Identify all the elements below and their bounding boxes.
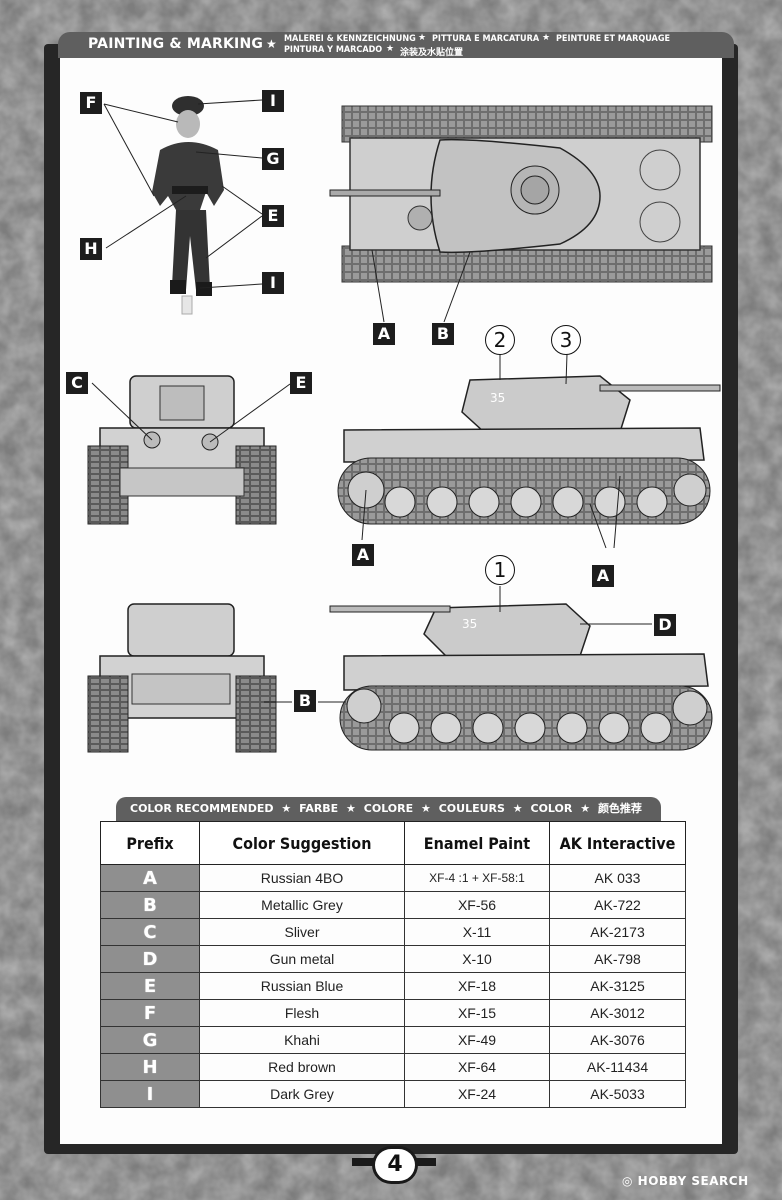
header-sub-fr: PEINTURE ET MARQUAGE	[556, 34, 670, 44]
ak-cell: AK-2173	[549, 918, 686, 946]
color-table: Prefix Color Suggestion Enamel Paint AK …	[100, 821, 686, 1108]
section-title: PAINTING & MARKING	[88, 36, 264, 52]
watermark-text: HOBBY SEARCH	[637, 1174, 749, 1188]
title-part: COLOR RECOMMENDED	[130, 802, 274, 815]
header-sub-de: MALEREI & KENNZEICHNUNG	[284, 34, 416, 44]
prefix-cell: F	[100, 999, 200, 1027]
star-icon: ★	[421, 802, 431, 815]
star-icon: ★	[580, 802, 591, 815]
enamel-cell: X-10	[404, 945, 550, 973]
callout-e-figure: E	[262, 205, 284, 227]
color-cell: Metallic Grey	[199, 891, 405, 919]
page-number-decoration	[352, 1158, 374, 1166]
color-cell: Russian 4BO	[199, 864, 405, 892]
table-row: B Metallic Grey XF-56 AK-722	[100, 891, 686, 919]
color-cell: Russian Blue	[199, 972, 405, 1000]
table-row: H Red brown XF-64 AK-11434	[100, 1053, 686, 1081]
title-part: 颜色推荐	[597, 802, 642, 815]
title-part: FARBE	[299, 802, 339, 815]
callout-i-bottom: I	[262, 272, 284, 294]
prefix-cell: H	[100, 1053, 200, 1081]
table-row: C Sliver X-11 AK-2173	[100, 918, 686, 946]
callout-i-top: I	[262, 90, 284, 112]
star-icon: ★	[266, 37, 277, 51]
ak-cell: AK-5033	[549, 1080, 686, 1108]
column-header: AK Interactive	[549, 821, 686, 865]
table-row: G Khahi XF-49 AK-3076	[100, 1026, 686, 1054]
callout-a-side-wheels: A	[592, 565, 614, 587]
color-cell: Flesh	[199, 999, 405, 1027]
prefix-cell: G	[100, 1026, 200, 1054]
callout-c-front: C	[66, 372, 88, 394]
table-row: D Gun metal X-10 AK-798	[100, 945, 686, 973]
enamel-cell: XF-64	[404, 1053, 550, 1081]
callout-f: F	[80, 92, 102, 114]
enamel-cell: X-11	[404, 918, 550, 946]
table-row: A Russian 4BO XF-4 :1 + XF-58:1 AK 033	[100, 864, 686, 892]
star-icon: ★	[542, 33, 551, 43]
decal-number-3: 3	[551, 325, 581, 355]
enamel-cell: XF-15	[404, 999, 550, 1027]
enamel-cell: XF-18	[404, 972, 550, 1000]
column-header: Enamel Paint	[404, 821, 550, 865]
column-header: Color Suggestion	[199, 821, 405, 865]
callout-h: H	[80, 238, 102, 260]
title-part: COLORE	[363, 802, 414, 815]
title-part: COLOR	[530, 802, 573, 815]
ak-cell: AK-722	[549, 891, 686, 919]
color-cell: Khahi	[199, 1026, 405, 1054]
table-row: F Flesh XF-15 AK-3012	[100, 999, 686, 1027]
prefix-cell: D	[100, 945, 200, 973]
callout-g: G	[262, 148, 284, 170]
table-row: E Russian Blue XF-18 AK-3125	[100, 972, 686, 1000]
prefix-cell: I	[100, 1080, 200, 1108]
color-cell: Dark Grey	[199, 1080, 405, 1108]
prefix-cell: E	[100, 972, 200, 1000]
table-row: I Dark Grey XF-24 AK-5033	[100, 1080, 686, 1108]
callout-a-side: A	[352, 544, 374, 566]
watermark-logo-icon: ◎	[622, 1174, 638, 1188]
ak-cell: AK-11434	[549, 1053, 686, 1081]
ak-cell: AK-3012	[549, 999, 686, 1027]
title-part: COULEURS	[438, 802, 505, 815]
star-icon: ★	[512, 802, 523, 815]
page-number-decoration	[414, 1158, 436, 1166]
star-icon: ★	[281, 802, 292, 815]
ak-cell: AK 033	[549, 864, 686, 892]
decal-number-2: 2	[485, 325, 515, 355]
enamel-cell: XF-49	[404, 1026, 550, 1054]
page-number: 4	[372, 1146, 418, 1184]
section-header: PAINTING & MARKING ★ MALEREI & KENNZEICH…	[58, 32, 734, 58]
prefix-cell: B	[100, 891, 200, 919]
column-header: Prefix	[100, 821, 200, 865]
star-icon: ★	[386, 44, 395, 54]
header-sub-zh: 涂装及水贴位置	[400, 48, 464, 58]
color-cell: Red brown	[199, 1053, 405, 1081]
callout-e-front: E	[290, 372, 312, 394]
header-sub-es: PINTURA Y MARCADO	[284, 45, 383, 55]
color-cell: Sliver	[199, 918, 405, 946]
ak-cell: AK-3076	[549, 1026, 686, 1054]
enamel-cell: XF-4 :1 + XF-58:1	[404, 864, 550, 892]
color-cell: Gun metal	[199, 945, 405, 973]
star-icon: ★	[346, 802, 356, 815]
callout-a-top: A	[373, 323, 395, 345]
prefix-cell: A	[100, 864, 200, 892]
enamel-cell: XF-56	[404, 891, 550, 919]
ak-cell: AK-798	[549, 945, 686, 973]
enamel-cell: XF-24	[404, 1080, 550, 1108]
star-icon: ★	[418, 33, 427, 43]
table-header-row: Prefix Color Suggestion Enamel Paint AK …	[100, 821, 686, 865]
callout-d: D	[654, 614, 676, 636]
prefix-cell: C	[100, 918, 200, 946]
callout-b-top: B	[432, 323, 454, 345]
header-sub-it: PITTURA E MARCATURA	[432, 34, 540, 44]
callout-b-rear: B	[294, 690, 316, 712]
watermark: ◎ HOBBY SEARCH	[622, 1174, 749, 1188]
color-table-title: COLOR RECOMMENDED ★ FARBE ★ COLORE ★ COU…	[116, 797, 661, 821]
decal-number-1: 1	[485, 555, 515, 585]
ak-cell: AK-3125	[549, 972, 686, 1000]
